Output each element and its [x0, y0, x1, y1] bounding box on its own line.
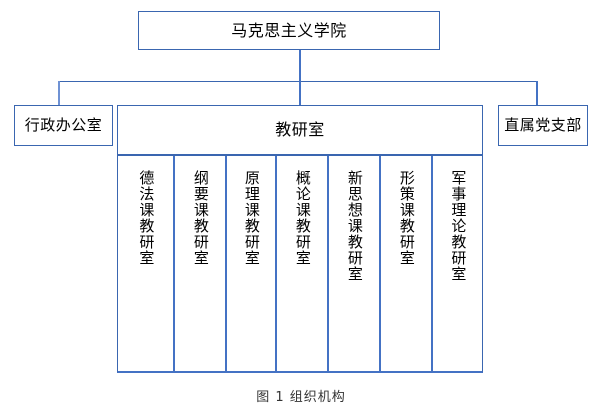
node-admin-office-label: 行政办公室	[24, 116, 103, 135]
department-strip: 德法课教研室 纲要课教研室 原理课教研室 概论课教研室 新思想课教研室 形策课教…	[117, 155, 483, 373]
node-root-label: 马克思主义学院	[231, 20, 347, 40]
dept-cell-4: 概论课教研室	[275, 156, 327, 371]
dept-label-5: 新思想课教研室	[345, 170, 364, 282]
connector-root-vertical	[299, 50, 301, 82]
dept-label-2: 纲要课教研室	[191, 170, 210, 266]
node-admin-office: 行政办公室	[14, 105, 113, 146]
node-party-branch-label: 直属党支部	[504, 116, 582, 135]
dept-cell-5: 新思想课教研室	[327, 156, 379, 371]
dept-label-6: 形策课教研室	[397, 170, 416, 266]
dept-label-3: 原理课教研室	[242, 170, 261, 266]
figure-caption: 图 1 组织机构	[256, 390, 346, 405]
dept-cell-6: 形策课教研室	[379, 156, 431, 371]
connector-drop-right	[536, 81, 538, 106]
node-school-of-marxism: 马克思主义学院	[138, 11, 440, 50]
connector-horizontal-bus	[58, 81, 538, 82]
dept-label-4: 概论课教研室	[293, 170, 312, 266]
node-party-branch: 直属党支部	[498, 105, 588, 146]
dept-label-1: 德法课教研室	[137, 170, 156, 266]
dept-cell-2: 纲要课教研室	[173, 156, 225, 371]
node-teaching-research-office: 教研室	[117, 105, 483, 155]
dept-cell-1: 德法课教研室	[118, 156, 173, 371]
node-teaching-research-office-label: 教研室	[275, 120, 325, 140]
dept-cell-3: 原理课教研室	[225, 156, 275, 371]
dept-cell-7: 军事理论教研室	[431, 156, 482, 371]
connector-drop-left	[58, 81, 60, 106]
dept-label-7: 军事理论教研室	[449, 170, 468, 282]
connector-drop-center	[299, 81, 301, 106]
